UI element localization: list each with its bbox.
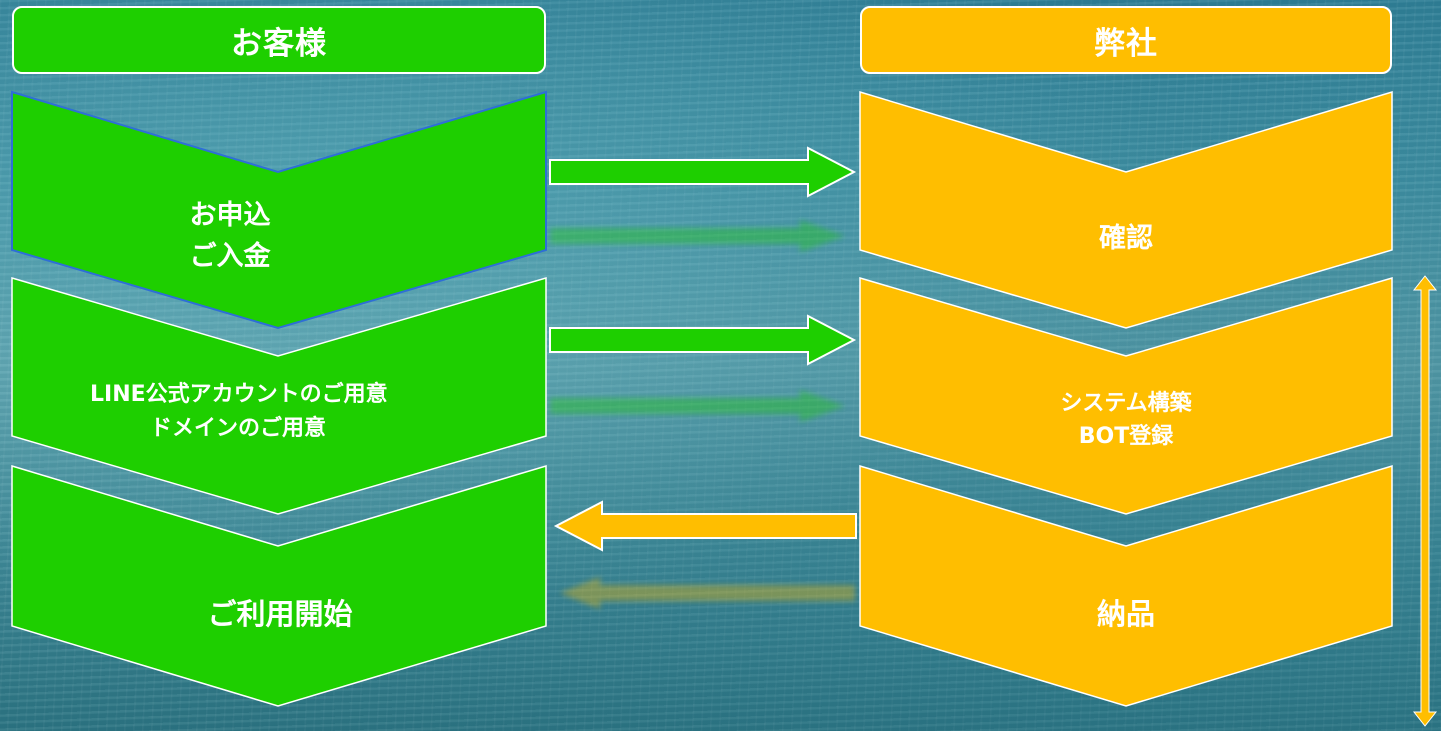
arrow-customer-to-company-1 [549, 146, 857, 198]
arrow-customer-to-company-2 [549, 314, 857, 366]
customer-step-2-chevron [11, 276, 547, 515]
company-step-3-line-1: 納品 [1096, 597, 1155, 631]
company-step-1-label: 確認 [1026, 219, 1226, 260]
reflection-arrow-1 [550, 220, 845, 252]
company-step-2-line-1: システム構築 [1060, 391, 1192, 416]
company-column-header: 弊社 [860, 6, 1392, 74]
company-step-2-line-2: BOT登録 [1078, 424, 1174, 449]
customer-step-1-line-1: お申込 [189, 200, 271, 231]
customer-column-header: お客様 [12, 6, 546, 74]
company-step-1-line-1: 確認 [1099, 223, 1153, 254]
arrow-company-to-customer [553, 500, 857, 552]
vertical-double-arrow [1412, 275, 1438, 727]
company-step-3-chevron [859, 464, 1393, 707]
customer-step-3-chevron [11, 464, 547, 707]
customer-step-3-label: ご利用開始 [130, 593, 430, 637]
reflection-arrow-3 [560, 577, 855, 609]
reflection-arrow-2 [550, 390, 845, 422]
customer-step-2-line-2: ドメインのご用意 [150, 416, 327, 442]
customer-step-3-line-1: ご利用開始 [207, 597, 353, 631]
company-step-3-label: 納品 [1026, 593, 1226, 637]
customer-step-2-line-1: LINE公式アカウントのご用意 [90, 382, 388, 407]
customer-step-2-label: LINE公式アカウントのご用意 ドメインのご用意 [70, 378, 510, 446]
company-step-2-label: システム構築 BOT登録 [1016, 387, 1236, 453]
company-step-1-chevron [859, 90, 1393, 329]
customer-step-1-label: お申込 ご入金 [130, 196, 330, 277]
customer-step-1-chevron [11, 90, 547, 330]
company-step-2-chevron [859, 276, 1393, 515]
water-reflections [550, 220, 855, 609]
customer-step-1-line-2: ご入金 [189, 240, 271, 272]
